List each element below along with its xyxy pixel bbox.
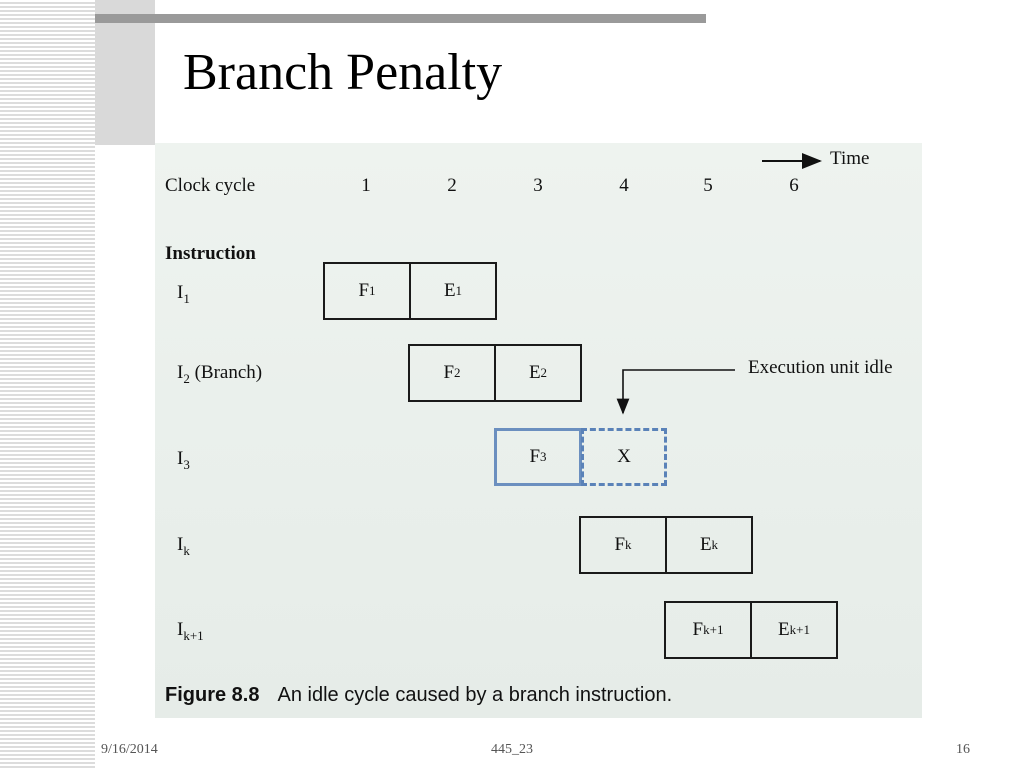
cycle-number: 2 bbox=[447, 175, 457, 196]
cycle-number: 5 bbox=[703, 175, 713, 196]
cycle-number: 4 bbox=[619, 175, 629, 196]
footer-page-number: 16 bbox=[956, 742, 970, 757]
title-accent-block bbox=[95, 0, 155, 145]
footer-course: 445_23 bbox=[491, 742, 533, 757]
cycle-number: 3 bbox=[533, 175, 543, 196]
slide-title: Branch Penalty bbox=[183, 44, 503, 101]
instruction-label: Ik bbox=[177, 534, 190, 558]
pipeline-figure: Time Clock cycle 1 2 3 4 5 6 Instruction… bbox=[155, 143, 922, 718]
instruction-label: I2 (Branch) bbox=[177, 362, 263, 386]
cycle-number: 1 bbox=[361, 175, 371, 196]
instruction-header: Instruction bbox=[165, 243, 256, 264]
instruction-label: I3 bbox=[177, 448, 190, 472]
caption-text: An idle cycle caused by a branch instruc… bbox=[277, 684, 673, 706]
footer-date: 9/16/2014 bbox=[101, 742, 158, 757]
figure-arrows bbox=[616, 153, 822, 415]
caption-figure-number: Figure 8.8 bbox=[165, 684, 260, 706]
cycle-number: 6 bbox=[789, 175, 799, 196]
title-accent-bar bbox=[95, 14, 706, 23]
instruction-label: Ik+1 bbox=[177, 619, 204, 643]
clock-cycle-label: Clock cycle bbox=[165, 175, 256, 196]
idle-annotation: Execution unit idle bbox=[748, 357, 893, 378]
figure-caption: Figure 8.8 An idle cycle caused by a bran… bbox=[165, 684, 672, 707]
left-decorative-band bbox=[0, 0, 95, 768]
idle-execute-box: X bbox=[581, 428, 667, 486]
time-label: Time bbox=[830, 148, 870, 169]
idle-pointer-arrow bbox=[616, 369, 735, 415]
instruction-label: I1 bbox=[177, 282, 190, 306]
